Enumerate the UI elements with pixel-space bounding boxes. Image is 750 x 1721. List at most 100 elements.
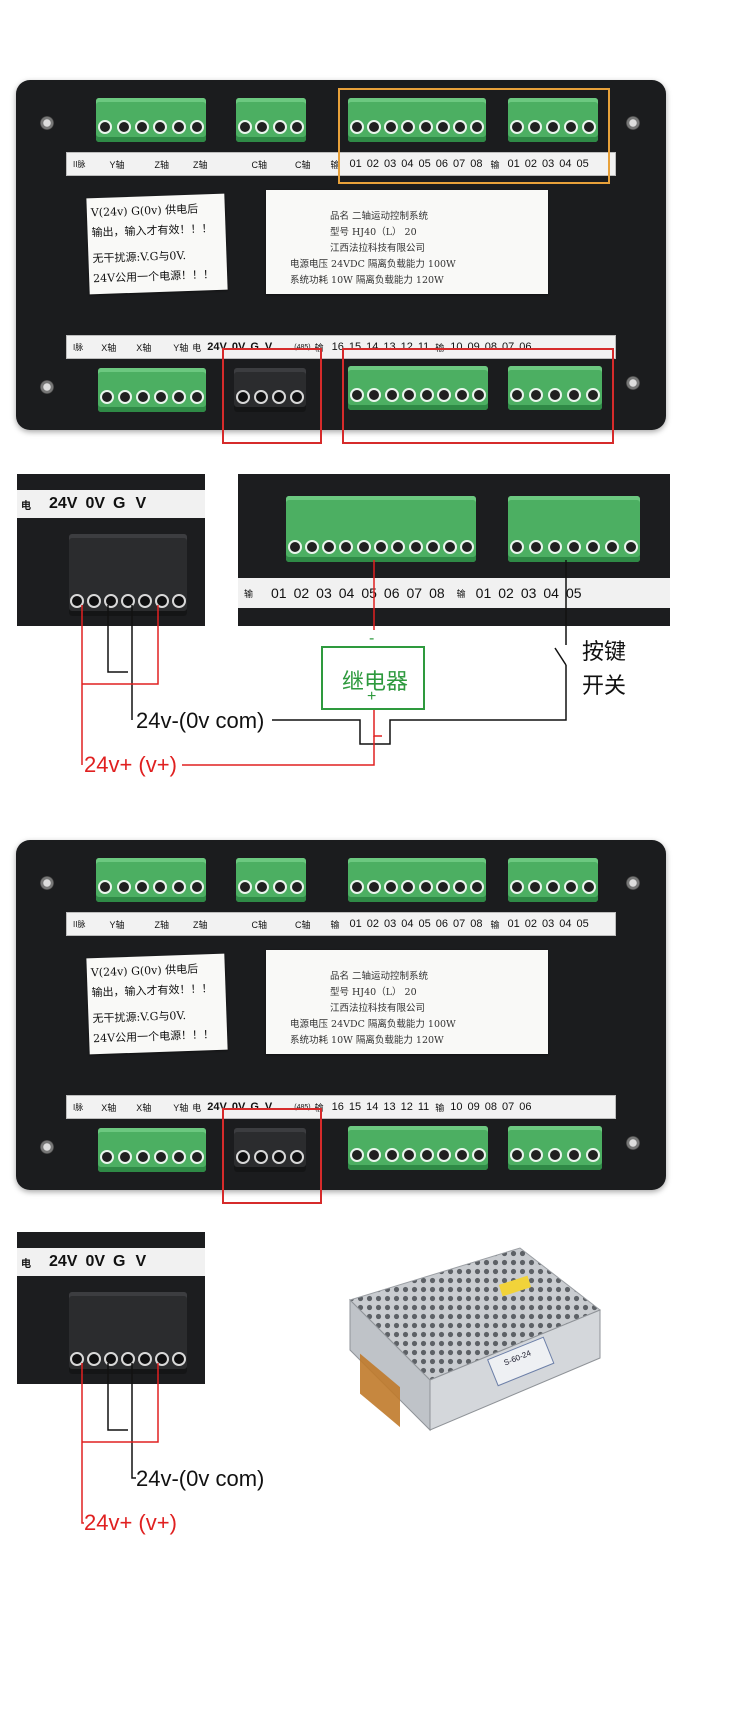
terminal-screw (70, 594, 85, 608)
terminal-block (508, 858, 598, 902)
terminal-screw (585, 1148, 600, 1162)
terminal-screw (402, 1148, 417, 1162)
terminal-screw (443, 540, 458, 554)
power-label-strip: 电 24V 0V G V (17, 490, 205, 518)
terminal-screw (566, 388, 581, 402)
terminal-screw (384, 880, 399, 894)
terminal-screw (98, 880, 113, 894)
terminal-screw (189, 120, 204, 134)
top-label-strip: II脉 Y轴 Z轴 Z轴 C轴 C轴 输 01 02 03 04 05 06 0… (66, 152, 616, 176)
nameplate-sticker: 品名 二轴运动控制系统 型号 HJ40（L） 20 江西法拉科技有限公司 电源电… (266, 190, 548, 294)
terminal-screw (272, 120, 287, 134)
bottom-label-strip: I脉 X轴 X轴 Y轴 电 24V 0V G V (485) 输 16 15 1… (66, 1095, 616, 1119)
terminal-block (508, 366, 602, 410)
terminal-screw (564, 120, 578, 134)
pos-wire-label: 24v+ (v+) (84, 752, 177, 777)
terminal-screw (116, 120, 131, 134)
terminal-screw (454, 388, 469, 402)
terminal-screw (435, 120, 450, 134)
terminal-screw (529, 1148, 544, 1162)
terminal-screw (304, 540, 319, 554)
relay-plus-label: + (367, 688, 377, 705)
nameplate-sticker: 品名 二轴运动控制系统 型号 HJ40（L） 20 江西法拉科技有限公司 电源电… (266, 950, 548, 1054)
terminal-screw (529, 388, 544, 402)
terminal-screw (154, 390, 168, 404)
terminal-screw (510, 880, 524, 894)
terminal-screw (290, 390, 304, 404)
power-label-strip: 电 24V 0V G V (17, 1248, 205, 1276)
relay-label: 继电器 (342, 669, 409, 694)
terminal-screw (172, 390, 186, 404)
highlight-power (222, 348, 322, 444)
warning-sticker: V(24v) G(0v) 供电后 输出，输入才有效！！！ 无干扰源:V.G与0V… (86, 953, 228, 1055)
terminal-screw (582, 120, 596, 134)
terminal-screw (272, 1150, 286, 1164)
terminal-block (348, 366, 488, 410)
terminal-screw (510, 388, 525, 402)
terminal-screw (585, 388, 600, 402)
terminal-screw (435, 880, 450, 894)
switch-label-2: 开关 (582, 673, 627, 698)
terminal-screw (391, 540, 406, 554)
terminal-screw (408, 540, 423, 554)
terminal-screw (546, 120, 560, 134)
terminal-screw (236, 390, 250, 404)
terminal-screw (121, 594, 135, 608)
terminal-block (96, 858, 206, 902)
io-terminal-zoom: 输 01 02 03 04 05 06 07 08 输 01 02 03 04 … (238, 474, 670, 626)
terminal-block (348, 1126, 488, 1170)
terminal-screw (401, 120, 416, 134)
mount-hole (40, 1140, 54, 1154)
terminal-screw (189, 880, 204, 894)
terminal-screw (437, 388, 452, 402)
terminal-screw (384, 388, 399, 402)
terminal-screw (401, 880, 416, 894)
controller-photo-1: II脉 Y轴 Z轴 Z轴 C轴 C轴 输 01 02 03 04 05 06 0… (16, 80, 666, 430)
output-terminal-block (286, 496, 476, 562)
terminal-block (508, 1126, 602, 1170)
terminal-screw (366, 880, 381, 894)
terminal-screw (136, 390, 150, 404)
terminal-screw (564, 880, 578, 894)
terminal-screw (171, 594, 186, 608)
terminal-screw (287, 540, 302, 554)
terminal-screw (548, 1148, 562, 1162)
terminal-screw (237, 880, 252, 894)
highlight-power (222, 1108, 322, 1204)
switch-label-1: 按键 (582, 639, 627, 664)
top-label-strip: II脉 Y轴 Z轴 Z轴 C轴 C轴 输 01 02 03 04 05 06 0… (66, 912, 616, 936)
io-label-strip: 输 01 02 03 04 05 06 07 08 输 01 02 03 04 … (238, 578, 670, 608)
power-terminal-zoom-1: 电 24V 0V G V (17, 474, 205, 626)
highlight-output-input (338, 88, 610, 184)
terminal-screw (254, 1150, 268, 1164)
terminal-screw (171, 120, 186, 134)
terminal-screw (190, 390, 204, 404)
terminal-screw (154, 1150, 168, 1164)
terminal-screw (172, 1150, 186, 1164)
terminal-screw (528, 880, 542, 894)
warning-sticker: V(24v) G(0v) 供电后 输出，输入才有效！！！ 无干扰源:V.G与0V… (86, 193, 228, 295)
terminal-screw (87, 1352, 102, 1366)
highlight-inputs (342, 348, 614, 444)
terminal-screw (100, 1150, 114, 1164)
mount-hole (626, 1136, 640, 1150)
terminal-screw (137, 594, 152, 608)
terminal-screw (418, 120, 433, 134)
terminal-screw (171, 880, 186, 894)
terminal-screw (510, 120, 524, 134)
terminal-screw (510, 1148, 525, 1162)
terminal-screw (70, 1352, 85, 1366)
terminal-block (348, 858, 486, 902)
terminal-block (98, 368, 206, 412)
terminal-screw (255, 880, 270, 894)
terminal-screw (567, 540, 581, 554)
terminal-screw (121, 1352, 135, 1366)
terminal-screw (470, 880, 485, 894)
relay-box (321, 646, 425, 710)
bottom-label-strip: I脉 X轴 X轴 Y轴 电 24V 0V G V (485) 输 16 15 1… (66, 335, 616, 359)
terminal-screw (384, 1148, 399, 1162)
terminal-screw (237, 120, 252, 134)
wiring-diagram-1 (81, 560, 567, 766)
terminal-screw (367, 1148, 382, 1162)
terminal-screw (118, 1150, 132, 1164)
